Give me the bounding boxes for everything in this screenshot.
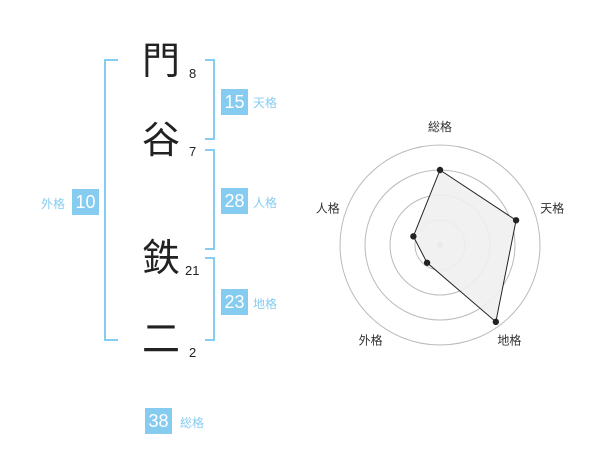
- radar-point-1: [436, 166, 444, 174]
- gaikaku-label: 外格: [41, 197, 66, 211]
- jinkaku-bracket-line: [205, 149, 215, 250]
- soukaku-value-badge: 38: [145, 408, 172, 434]
- radar-point-5: [410, 233, 417, 240]
- tenkaku-label: 天格: [253, 96, 278, 110]
- radar-point-3: [492, 318, 500, 326]
- chikaku-value-badge: 23: [221, 289, 248, 315]
- stroke-count-2: 7: [189, 144, 197, 159]
- chikaku-label: 地格: [253, 297, 278, 311]
- radar-point-4: [423, 259, 431, 266]
- stroke-count-4: 2: [189, 345, 197, 360]
- jinkaku-label: 人格: [253, 196, 278, 210]
- radar-axis-label-4: 外格: [359, 332, 383, 347]
- soukaku-label: 総格: [180, 416, 205, 430]
- tenkaku-value-badge: 15: [221, 89, 248, 115]
- tenkaku-bracket-line: [205, 59, 215, 140]
- radar-axis-label-1: 総格: [428, 119, 452, 134]
- kanji-1: 門: [141, 39, 180, 83]
- radar-point-2: [512, 217, 520, 224]
- chikaku-bracket-line: [205, 257, 215, 341]
- outer-bracket-line: [104, 59, 118, 341]
- kanji-2: 谷: [141, 118, 180, 162]
- jinkaku-value-badge: 28: [221, 188, 248, 214]
- radar-axis-label-3: 地格: [497, 332, 521, 347]
- stroke-count-1: 8: [189, 66, 197, 81]
- kanji-4: 二: [141, 317, 180, 361]
- radar-area: [412, 169, 517, 323]
- stroke-count-3: 21: [185, 263, 200, 278]
- radar-axis-label-5: 人格: [316, 201, 340, 216]
- kanji-3: 鉄: [141, 236, 180, 280]
- radar-ring: [339, 144, 541, 346]
- gaikaku-value-badge: 10: [72, 189, 99, 215]
- radar-axis-label-2: 天格: [540, 201, 564, 216]
